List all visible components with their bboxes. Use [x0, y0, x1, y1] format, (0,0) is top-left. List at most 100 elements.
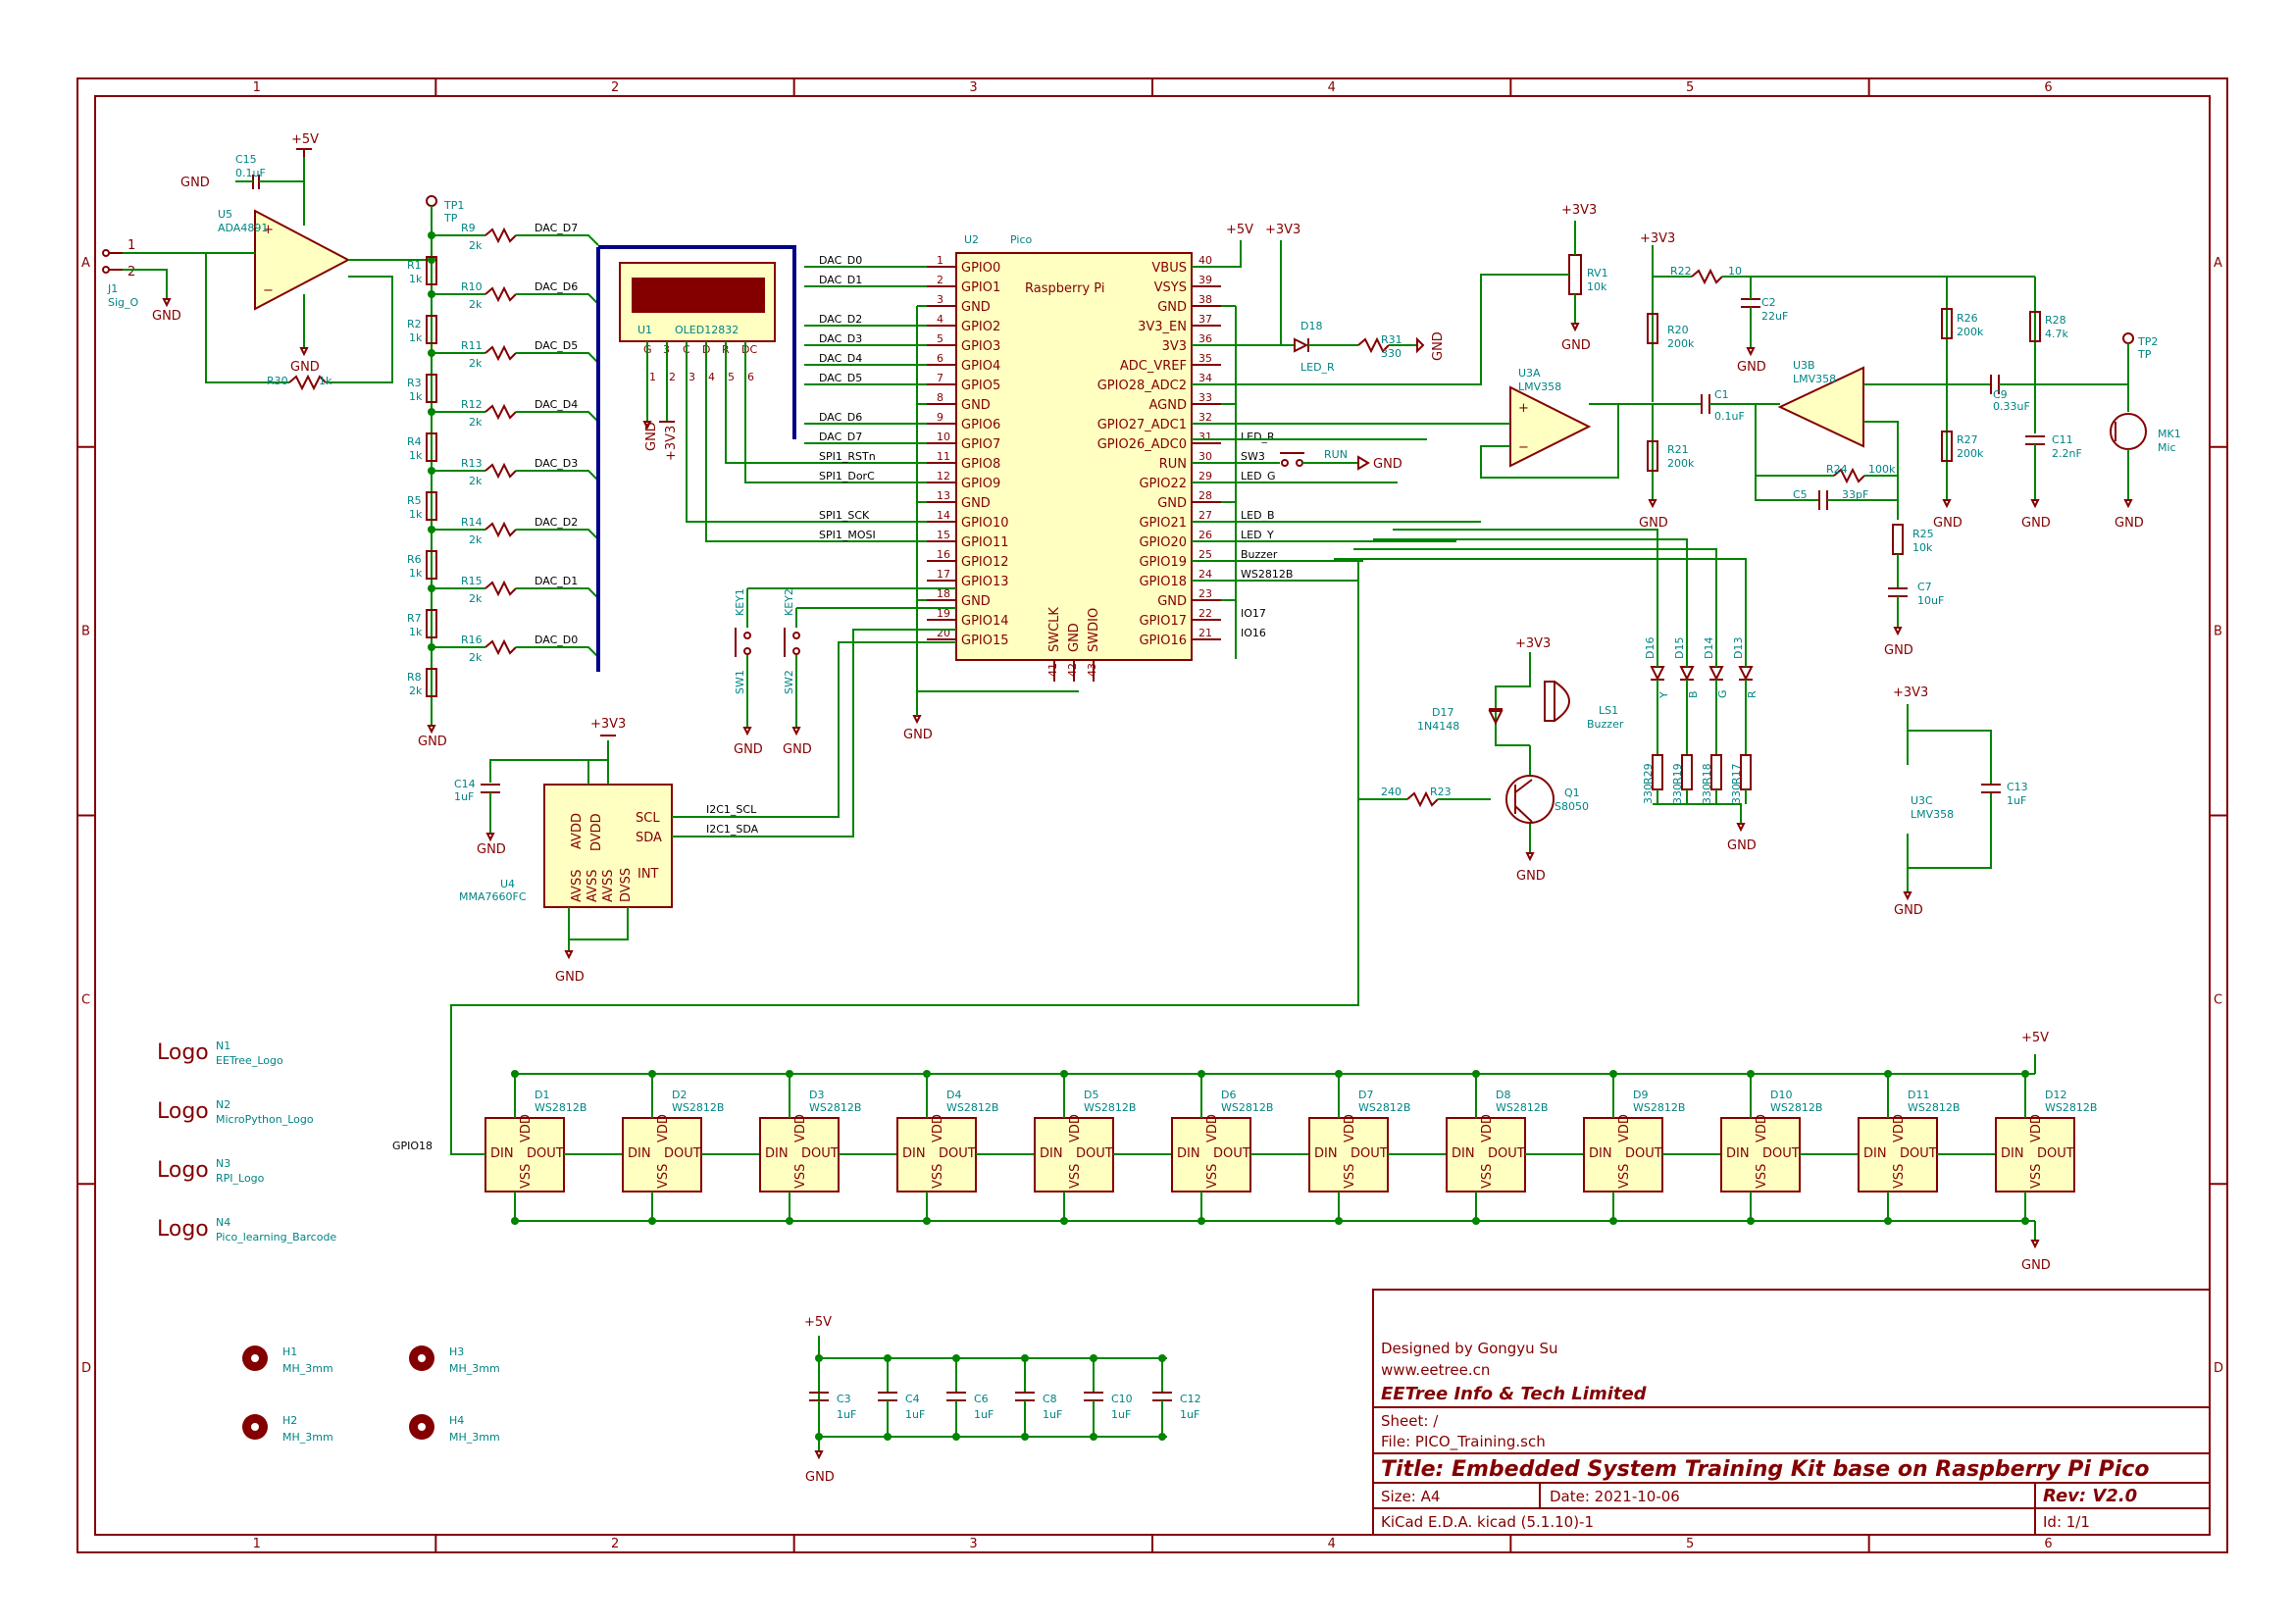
c15-ref: C15	[235, 153, 257, 166]
gnd-label-u3c: GND	[1894, 903, 1923, 918]
ws2812-din: DIN	[1314, 1146, 1338, 1161]
ws2812-value: WS2812B	[1496, 1101, 1548, 1114]
pico-ref: U2	[964, 233, 979, 246]
ws2812-ref: D1	[535, 1089, 549, 1101]
r31-ref: R31	[1381, 333, 1402, 346]
r22-ref: R22	[1670, 265, 1692, 278]
gnd-label-u4: GND	[555, 970, 585, 985]
pico-right-pin-name: GND	[1157, 496, 1187, 511]
rv1-ref: RV1	[1587, 267, 1608, 279]
ws2812-din: DIN	[902, 1146, 926, 1161]
ws2812-din: DIN	[1040, 1146, 1063, 1161]
run-label: RUN	[1324, 448, 1348, 461]
pico-left-pin-num: 18	[937, 587, 950, 600]
ws2812-vss: VSS	[1480, 1164, 1495, 1189]
ws2812-ref: D4	[946, 1089, 961, 1101]
gnd-label-q1: GND	[1516, 869, 1546, 884]
gnd-label-sw1: GND	[734, 742, 763, 757]
pico-left-pin-num: 10	[937, 431, 950, 443]
u3b-value: LMV358	[1793, 373, 1836, 385]
ws2812-dout: DOUT	[527, 1146, 564, 1161]
gnd-label-decap: GND	[805, 1470, 835, 1485]
tb-tool: KiCad E.D.A. kicad (5.1.10)-1	[1381, 1513, 1594, 1531]
pico-right-pin-num: 22	[1198, 607, 1212, 620]
frame-col-bottom: 3	[969, 1537, 977, 1551]
r27-value: 200k	[1957, 447, 1984, 460]
ws2812-value: WS2812B	[535, 1101, 586, 1114]
pico-left-pin-name: GND	[961, 398, 991, 413]
pico-right-pin-name: 3V3	[1162, 339, 1187, 354]
ws2812-vss: VSS	[2029, 1164, 2044, 1189]
pico-left-pin-name: GND	[961, 594, 991, 609]
pico-left-net: DAC_D7	[819, 431, 862, 443]
ws2812-value: WS2812B	[1358, 1101, 1410, 1114]
ws2812-vss: VSS	[1343, 1164, 1357, 1189]
gnd-label-sw2: GND	[783, 742, 812, 757]
ws2812-ref: D3	[809, 1089, 824, 1101]
pico-left-pin-num: 8	[937, 391, 943, 404]
frame-row-right: C	[2214, 992, 2222, 1007]
decap-value: 1uF	[1111, 1408, 1131, 1421]
gnd-label-r31: GND	[1431, 331, 1446, 361]
pico-left-pin-num: 3	[937, 293, 943, 306]
ws2812-din: DIN	[1863, 1146, 1887, 1161]
pico-left-net: DAC_D3	[819, 332, 862, 345]
ws2812-body	[1720, 1117, 1801, 1193]
pico-bottom-pin-name: GND	[1067, 623, 1082, 652]
frame-col-top: 2	[611, 80, 619, 95]
dac-shunt-value: 1k	[409, 626, 423, 638]
r30-ref: R30	[267, 375, 288, 387]
ws2812-dout: DOUT	[2037, 1146, 2074, 1161]
hole-value: MH_3mm	[282, 1431, 333, 1444]
frame-row-left: A	[81, 256, 90, 271]
pico-left-pin-name: GPIO14	[961, 614, 1009, 629]
frame-col-bottom: 2	[611, 1537, 619, 1551]
i2c-sda-net: I2C1_SDA	[706, 823, 759, 836]
c13-value: 1uF	[2007, 794, 2026, 807]
indicator-leds: D16YR29330D15BR19330D14GR18330D13RR17330…	[1192, 438, 1759, 853]
led-color: B	[1687, 690, 1700, 698]
ws2812-vss: VSS	[656, 1164, 671, 1189]
pico-left-net: DAC_D1	[819, 274, 862, 286]
logo-ref: N1	[216, 1040, 230, 1052]
u4-avdd: AVDD	[570, 813, 585, 849]
pico-right-net: IO17	[1241, 607, 1266, 620]
buzzer-driver: +3V3 D17 1N4148 LS1 Buzzer Q1 S8050 GND …	[1357, 561, 1624, 884]
pico-right-pin-num: 30	[1198, 450, 1212, 463]
ws2812-body	[896, 1117, 977, 1193]
tp1-ref: TP1	[443, 199, 464, 212]
pico-right-net: WS2812B	[1241, 568, 1293, 581]
dac-shunt-ref: R2	[407, 318, 422, 330]
mk1-value: Mic	[2158, 441, 2176, 454]
hole-value: MH_3mm	[282, 1362, 333, 1375]
ws2812-ref: D9	[1633, 1089, 1648, 1101]
c11-value: 2.2nF	[2052, 447, 2082, 460]
led-resistor-value: 330	[1671, 784, 1684, 804]
c14-ref: C14	[454, 778, 476, 790]
r27-ref: R27	[1957, 433, 1978, 446]
dac-series-ref: R9	[461, 222, 476, 234]
decap-ref: C6	[974, 1393, 989, 1405]
pico-left-pin-num: 16	[937, 548, 950, 561]
dac-net-label: DAC_D7	[535, 222, 578, 234]
ws2812-value: WS2812B	[1084, 1101, 1136, 1114]
key2-label: KEY2	[783, 588, 795, 616]
ws2812-vdd: VDD	[1205, 1114, 1220, 1142]
oled-pin-name: DC	[741, 343, 757, 356]
pico-left-net: DAC_D4	[819, 352, 862, 365]
sw2-label: SW2	[783, 670, 795, 694]
oled-value: OLED12832	[675, 324, 739, 336]
dac-net-label: DAC_D6	[535, 280, 578, 293]
frame-col-top: 1	[253, 80, 261, 95]
dac-shunt-value: 1k	[409, 567, 423, 580]
pico-right-pin-num: 23	[1198, 587, 1212, 600]
ws2812-din: DIN	[2001, 1146, 2024, 1161]
pico-right-pin-num: 26	[1198, 529, 1212, 541]
ws2812-value: WS2812B	[1770, 1101, 1822, 1114]
pico-right-pin-num: 32	[1198, 411, 1212, 424]
c7-ref: C7	[1917, 581, 1932, 593]
gnd-label-c14: GND	[477, 842, 506, 857]
c5-value: 33pF	[1842, 488, 1868, 501]
c9-value: 0.33uF	[1993, 400, 2030, 413]
